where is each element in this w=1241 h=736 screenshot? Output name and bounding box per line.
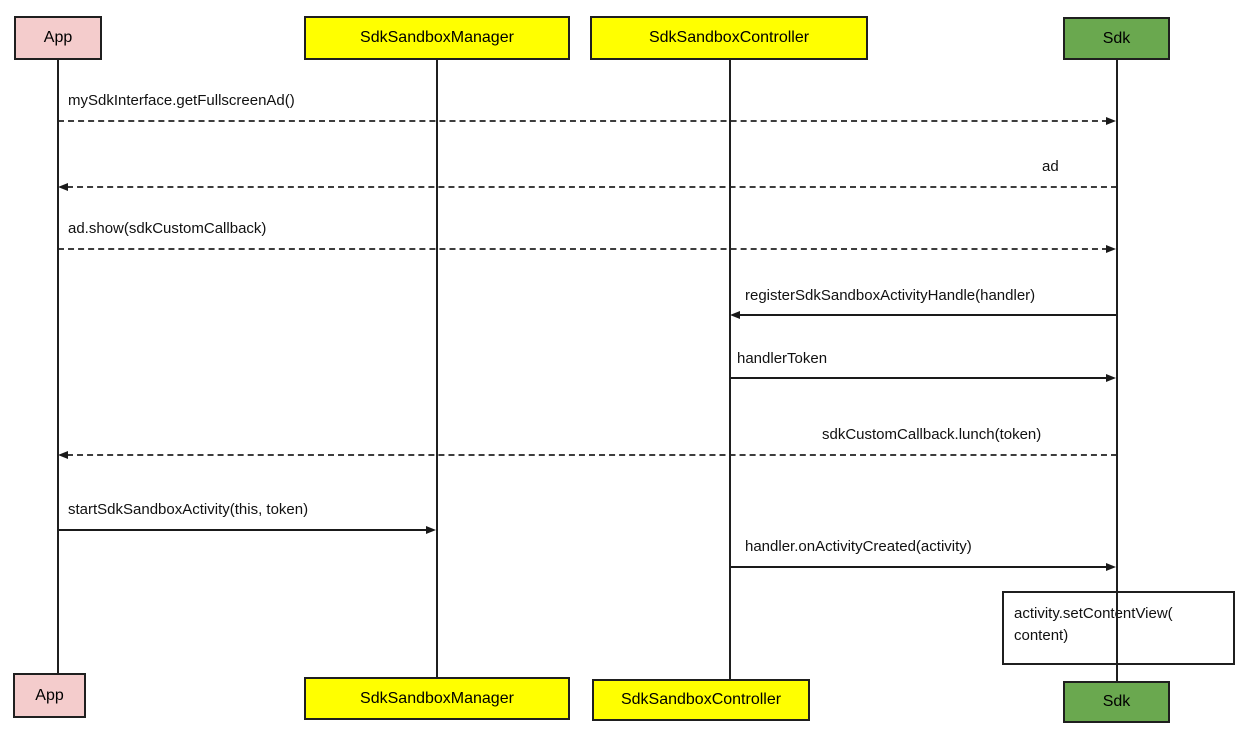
message-line: [58, 529, 428, 531]
lifeline-sdk-sandbox-controller: [729, 60, 731, 680]
arrowhead-left-icon: [730, 310, 740, 319]
actor-box-sdk-sandbox-controller-top: SdkSandboxController: [590, 16, 868, 60]
message-label: handlerToken: [737, 350, 828, 367]
note-activity-set-content-view: activity.setContentView( content): [1002, 591, 1235, 665]
arrowhead-right-icon: [1106, 116, 1116, 125]
arrowhead-right-icon: [1106, 244, 1116, 253]
message-line: [730, 377, 1108, 379]
arrowhead-left-icon: [58, 450, 68, 459]
message-line: [739, 314, 1117, 316]
actor-box-sdk-bottom: Sdk: [1063, 681, 1170, 723]
lifeline-sdk: [1116, 60, 1118, 682]
actor-box-sdk-sandbox-controller-bottom: SdkSandboxController: [592, 679, 810, 721]
lifeline-sdk-sandbox-manager: [436, 60, 438, 678]
message-label: ad.show(sdkCustomCallback): [68, 220, 267, 237]
message-label: registerSdkSandboxActivityHandle(handler…: [745, 287, 1036, 304]
message-line: [67, 454, 1117, 456]
actor-box-sdk-top: Sdk: [1063, 17, 1170, 60]
message-label: handler.onActivityCreated(activity): [745, 538, 972, 555]
note-line: activity.setContentView(: [1014, 605, 1173, 622]
message-line: [58, 248, 1108, 250]
message-label: startSdkSandboxActivity(this, token): [68, 501, 309, 518]
actor-box-app-top: App: [14, 16, 102, 60]
note-line: content): [1014, 627, 1069, 644]
actor-box-sdk-sandbox-manager-top: SdkSandboxManager: [304, 16, 570, 60]
message-label: sdkCustomCallback.lunch(token): [822, 426, 1042, 443]
lifeline-app: [57, 60, 59, 674]
message-line: [730, 566, 1108, 568]
arrowhead-right-icon: [426, 525, 436, 534]
arrowhead-right-icon: [1106, 373, 1116, 382]
message-label: mySdkInterface.getFullscreenAd(): [68, 92, 295, 109]
message-line: [58, 120, 1108, 122]
message-line: [67, 186, 1117, 188]
actor-box-sdk-sandbox-manager-bottom: SdkSandboxManager: [304, 677, 570, 720]
arrowhead-left-icon: [58, 182, 68, 191]
arrowhead-right-icon: [1106, 562, 1116, 571]
message-label: ad: [1042, 158, 1059, 175]
actor-box-app-bottom: App: [13, 673, 86, 718]
